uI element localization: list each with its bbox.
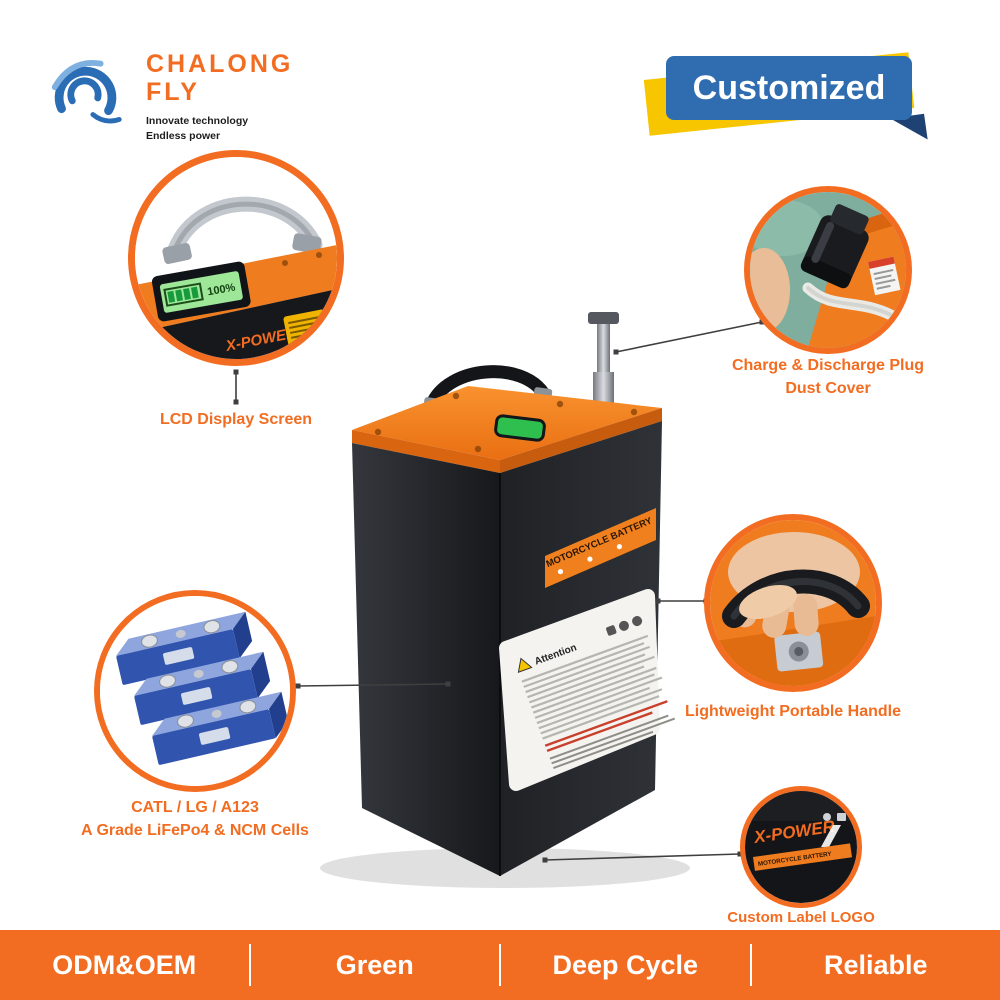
brand-logo: CHALONG FLY Innovate technology Endless …: [42, 50, 293, 143]
custom-label-callout-label: Custom Label LOGO: [727, 909, 875, 926]
customized-badge: Customized: [640, 42, 960, 157]
footer-divider: [248, 944, 251, 986]
cells-callout-label: CATL / LG / A123 A Grade LiFePo4 & NCM C…: [60, 796, 330, 842]
cells-label-line2: A Grade LiFePo4 & NCM Cells: [81, 822, 309, 840]
thumb: [739, 584, 797, 620]
power-switch: [494, 414, 546, 442]
cells-callout-photo: [100, 596, 290, 786]
handle-callout-circle: [704, 514, 882, 692]
prismatic-cell: [116, 611, 253, 685]
metal-bracket: [774, 631, 824, 672]
battery-info-label: Attention: [499, 589, 676, 791]
footer-divider: [749, 944, 752, 986]
handle-callout-photo: [710, 520, 876, 686]
footer-item-reliable: Reliable: [823, 949, 928, 980]
footer-divider: [499, 944, 501, 986]
feature-footer-bar: ODM&OEM Green Deep Cycle Reliable: [0, 930, 1000, 1000]
lcd-callout-circle: 100% X-POWER: [128, 150, 344, 366]
battery-side-surface: [135, 289, 337, 359]
brand-name-line1: CHALONG: [146, 50, 294, 78]
cells-label-line1: CATL / LG / A123: [131, 799, 259, 816]
tagline-1: Innovate technology: [146, 115, 249, 127]
lcd-callout-photo: 100% X-POWER: [135, 157, 337, 359]
custom-label-callout-photo: X-POWER MOTORCYCLE BATTERY: [745, 791, 857, 903]
footer-item-odm-oem: ODM&OEM: [52, 949, 197, 980]
plug-label-line1: Charge & Discharge Plug: [731, 357, 925, 374]
brand-taglines: Innovate technology Endless power: [146, 114, 293, 143]
badge-label: Customized: [666, 56, 912, 120]
chalongfly-swirl-icon: [51, 60, 122, 124]
warning-triangle-icon: [517, 657, 533, 673]
label-icon-3: [632, 616, 643, 627]
brand-text: CHALONG FLY Innovate technology Endless …: [146, 50, 293, 143]
footer-item-deep-cycle: Deep Cycle: [552, 949, 699, 980]
brand-name-line2: FLY: [146, 78, 200, 106]
footer-item-green: Green: [335, 949, 414, 980]
plug-callout-photo: [750, 192, 906, 348]
lcd-callout-label: LCD Display Screen: [159, 411, 313, 428]
plug-dust-cover: [800, 204, 869, 289]
connector-lines: [235, 321, 763, 861]
plug-callout-circle: [744, 186, 912, 354]
tagline-2: Endless power: [146, 129, 221, 142]
battery-top-cap: [352, 386, 662, 473]
cells-callout-circle: [94, 590, 296, 792]
prismatic-cell: [134, 651, 271, 725]
lcd-percent-text: 100%: [206, 282, 236, 299]
lcd-display: 100%: [151, 261, 251, 322]
spec-sticker: [868, 256, 901, 296]
handle-callout-label: Lightweight Portable Handle: [684, 703, 901, 720]
battery-body-left: [352, 443, 500, 876]
label-icon-1: [606, 625, 617, 636]
label-icon-2: [618, 620, 629, 631]
logo-slash: [821, 825, 841, 847]
plug-callout-label: Charge & Discharge Plug Dust Cover: [700, 354, 956, 400]
label-icons: [823, 813, 846, 821]
plug-label-line2: Dust Cover: [785, 380, 871, 398]
custom-label-callout-circle: X-POWER MOTORCYCLE BATTERY: [740, 786, 862, 908]
